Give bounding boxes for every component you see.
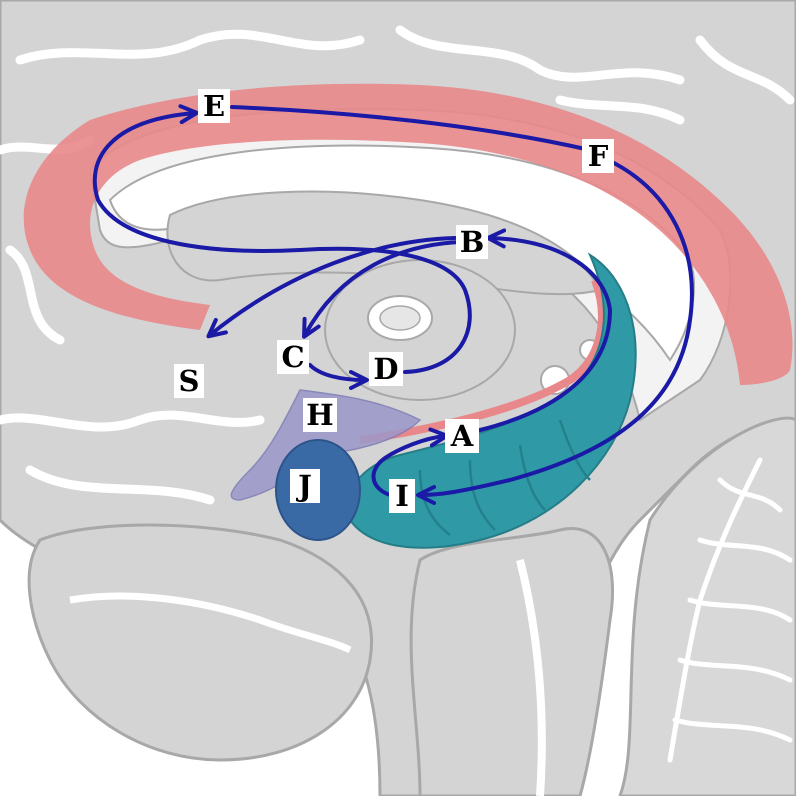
label-b-text: B <box>460 225 485 259</box>
fornix-band <box>359 278 606 444</box>
label-e: E <box>198 89 230 123</box>
label-j: J <box>290 469 320 503</box>
arrow-e-to-f <box>230 105 592 152</box>
arrow-d-to-e <box>92 104 472 374</box>
pathway-arrows <box>92 104 694 505</box>
arrow-c-to-d <box>308 363 369 390</box>
label-h-text: H <box>306 398 333 432</box>
label-a: A <box>445 419 479 453</box>
arrow-a-to-b <box>478 228 612 432</box>
diagram-labels: E F B C D S H A <box>174 89 614 513</box>
arrow-f-to-i <box>416 158 694 505</box>
temporal-sulcus <box>69 592 352 654</box>
label-s-text: S <box>179 364 200 398</box>
label-a-text: A <box>450 419 474 453</box>
label-c-text: C <box>281 340 304 374</box>
label-j-text: J <box>295 469 312 503</box>
brainstem <box>409 527 615 796</box>
brainstem-midline <box>516 559 546 796</box>
label-b: B <box>456 225 488 259</box>
lateral-ventricle <box>166 190 602 296</box>
label-d-text: D <box>373 352 398 386</box>
label-h: H <box>303 398 337 432</box>
label-d: D <box>369 352 403 386</box>
arrow-b-to-c <box>302 240 462 339</box>
label-s: S <box>174 364 204 398</box>
label-f: F <box>582 139 614 173</box>
cerebellum <box>618 416 796 796</box>
label-f-text: F <box>588 139 609 173</box>
orbitofrontal-cortex <box>27 523 373 762</box>
cerebellum-folia <box>667 457 793 763</box>
label-i-text: I <box>395 479 409 513</box>
arrow-i-to-a <box>371 427 449 497</box>
arrow-b-to-s <box>206 236 457 339</box>
label-e-text: E <box>203 89 225 123</box>
label-c: C <box>277 340 309 374</box>
cortical-sulci <box>0 25 795 505</box>
label-i: I <box>389 479 415 513</box>
adhesion-core <box>379 305 421 331</box>
